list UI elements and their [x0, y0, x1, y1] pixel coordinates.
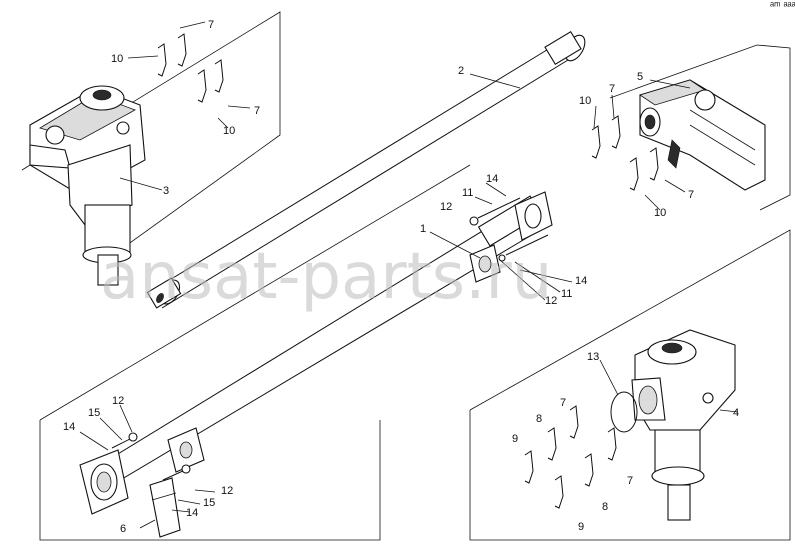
- callout-10c: 10: [579, 95, 591, 107]
- callout-13: 13: [587, 351, 599, 363]
- callout-7a: 7: [208, 19, 214, 31]
- corner-mark: ᵃᵐ ᵃᵃᵃ: [770, 0, 795, 12]
- long-shaft-part-2: [146, 30, 586, 309]
- callout-10a: 10: [111, 53, 123, 65]
- callout-1: 1: [420, 223, 426, 235]
- callout-12a: 12: [440, 201, 452, 213]
- callout-7d: 7: [688, 189, 694, 201]
- callout-12c: 12: [112, 395, 124, 407]
- callout-15b: 15: [203, 497, 215, 509]
- leader-lines: [79, 21, 739, 529]
- callout-5: 5: [637, 71, 643, 83]
- callout-6: 6: [120, 523, 126, 535]
- callout-labels: 1 2 3 4 5 6 7 7 7 7 7 7 8 8 9 9 10 10 10…: [63, 19, 739, 535]
- callout-4: 4: [733, 407, 739, 419]
- callout-3: 3: [163, 185, 169, 197]
- callout-10b: 10: [223, 125, 235, 137]
- group-frames: [21, 11, 791, 541]
- callout-14b: 14: [575, 275, 587, 287]
- callout-7c: 7: [609, 83, 615, 95]
- callout-14d: 14: [186, 507, 198, 519]
- gearbox-part-5: [639, 79, 766, 191]
- spring-clips: [157, 33, 659, 509]
- callout-12d: 12: [221, 485, 233, 497]
- callout-7b: 7: [254, 105, 260, 117]
- callout-7f: 7: [627, 475, 633, 487]
- gearbox-part-4: [631, 329, 736, 521]
- lower-flange-assembly: [79, 427, 205, 538]
- callout-9b: 9: [578, 521, 584, 533]
- callout-2: 2: [458, 65, 464, 77]
- callout-9a: 9: [512, 433, 518, 445]
- watermark: ansat-parts.ru: [100, 240, 552, 314]
- callout-14a: 14: [486, 173, 498, 185]
- o-ring-part-13: [610, 391, 638, 433]
- callout-10d: 10: [654, 207, 666, 219]
- gearbox-part-3: [29, 85, 146, 286]
- callout-12b: 12: [545, 295, 557, 307]
- callout-14c: 14: [63, 421, 75, 433]
- callout-11b: 11: [561, 288, 572, 300]
- mid-fasteners: [469, 197, 549, 262]
- callout-15a: 15: [88, 407, 100, 419]
- tube-shaft-part-1: [94, 191, 553, 486]
- callout-7e: 7: [560, 397, 566, 409]
- callout-8a: 8: [536, 413, 542, 425]
- callout-8b: 8: [602, 501, 608, 513]
- callout-11a: 11: [462, 187, 473, 199]
